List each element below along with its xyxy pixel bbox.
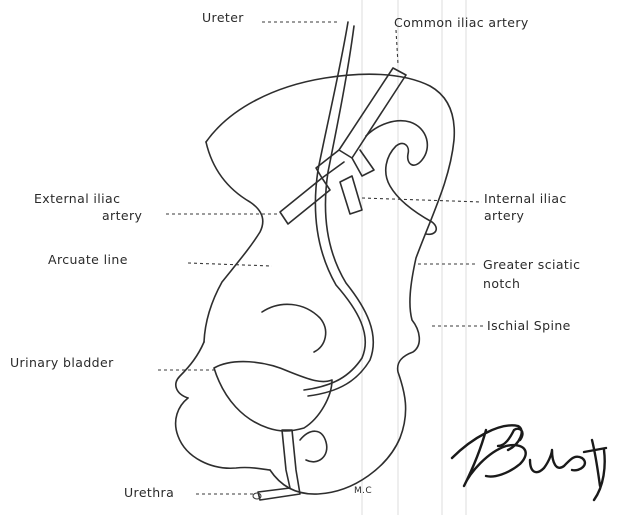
label-ureter: Ureter bbox=[202, 10, 244, 25]
common-iliac-artery bbox=[339, 68, 406, 158]
obturator-contour bbox=[262, 304, 326, 352]
label-external-iliac-line1: External iliac bbox=[34, 191, 120, 206]
label-urethra: Urethra bbox=[124, 485, 174, 500]
label-arcuate-line: Arcuate line bbox=[48, 252, 128, 267]
label-common-iliac-artery: Common iliac artery bbox=[394, 15, 529, 30]
label-ischial-spine: Ischial Spine bbox=[487, 318, 571, 333]
leader-lines bbox=[158, 22, 484, 494]
ureter bbox=[304, 22, 373, 396]
hip-bone-outline bbox=[206, 74, 454, 494]
label-greater-sciatic-line1: Greater sciatic bbox=[483, 257, 580, 272]
sciatic-notch-contour bbox=[366, 121, 436, 235]
label-external-iliac-line2: artery bbox=[102, 208, 143, 223]
iliac-fossa-rim bbox=[204, 142, 263, 342]
label-urinary-bladder: Urinary bladder bbox=[10, 355, 114, 370]
signature bbox=[452, 425, 606, 500]
urinary-bladder bbox=[214, 362, 332, 431]
external-iliac-artery bbox=[280, 178, 330, 224]
ischial-ramus bbox=[300, 431, 327, 462]
label-internal-iliac-line2: artery bbox=[484, 208, 525, 223]
pubic-outline bbox=[176, 398, 270, 470]
label-internal-iliac-line1: Internal iliac bbox=[484, 191, 567, 206]
label-greater-sciatic-line2: notch bbox=[483, 276, 520, 291]
artist-initials: M.C bbox=[354, 486, 372, 496]
internal-iliac-artery bbox=[340, 176, 362, 214]
scan-artifacts bbox=[362, 0, 466, 515]
